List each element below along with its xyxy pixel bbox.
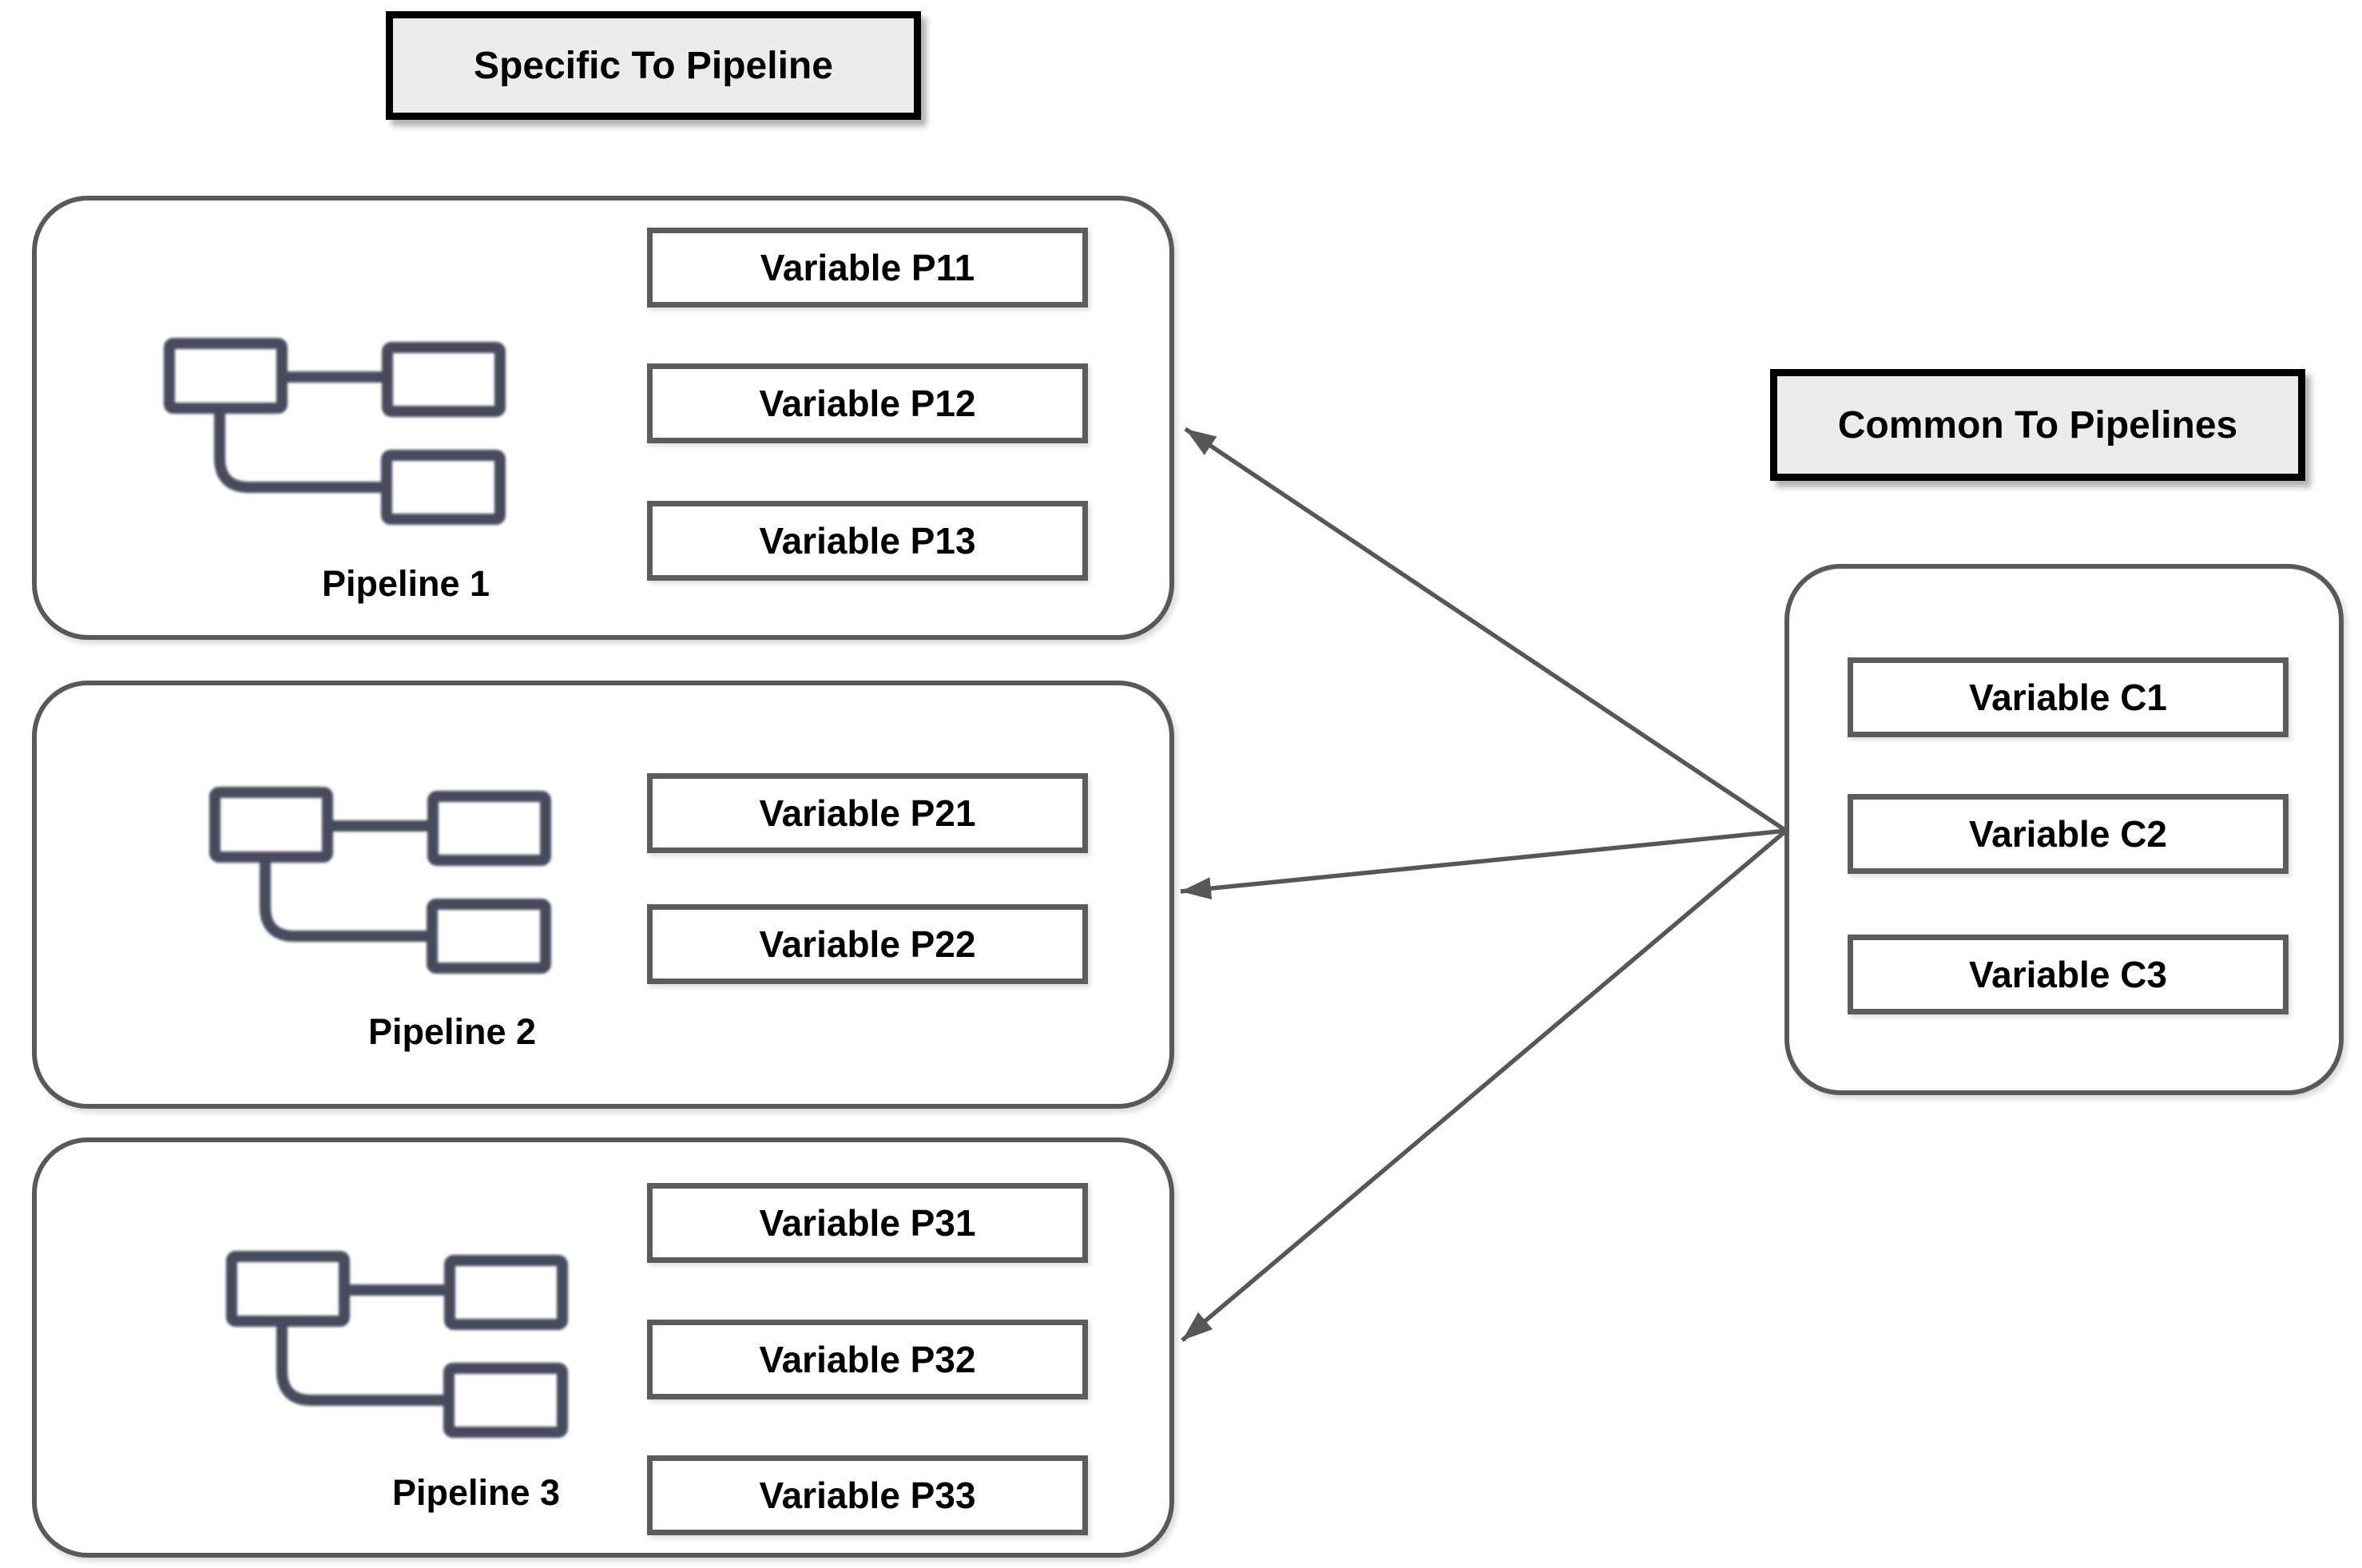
- specific-to-pipeline-header: Specific To Pipeline: [386, 11, 921, 120]
- pipeline-1-label: Pipeline 1: [321, 563, 490, 604]
- pipeline-flow-icon: [164, 338, 506, 525]
- pipeline-2-container: [32, 681, 1174, 1109]
- variable-box-p22: Variable P22: [647, 904, 1088, 984]
- variable-box-p11: Variable P11: [647, 228, 1088, 308]
- arrow-common-to-pipeline-1: [1184, 427, 1788, 833]
- variable-box-p21: Variable P21: [647, 773, 1088, 853]
- pipeline-flow-icon: [209, 787, 551, 974]
- variable-box-p32: Variable P32: [647, 1320, 1088, 1399]
- variable-box-c3: Variable C3: [1848, 935, 2289, 1014]
- arrow-common-to-pipeline-3: [1181, 828, 1788, 1343]
- pipeline-flow-icon: [226, 1251, 568, 1438]
- variable-box-p31: Variable P31: [647, 1183, 1088, 1263]
- variable-box-p33: Variable P33: [647, 1455, 1088, 1535]
- variable-box-p13: Variable P13: [647, 501, 1088, 581]
- variable-box-c1: Variable C1: [1848, 657, 2289, 737]
- arrow-common-to-pipeline-2: [1180, 828, 1787, 900]
- pipeline-2-label: Pipeline 2: [367, 1011, 537, 1052]
- variable-box-c2: Variable C2: [1848, 794, 2289, 874]
- pipeline-3-label: Pipeline 3: [391, 1472, 561, 1513]
- common-to-pipelines-header: Common To Pipelines: [1770, 369, 2305, 481]
- variable-box-p12: Variable P12: [647, 363, 1088, 443]
